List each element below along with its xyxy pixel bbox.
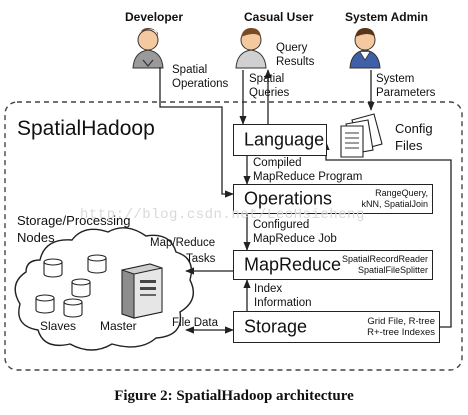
- watermark-text: http://blog.csdn.net/LeoHsieheng: [80, 207, 365, 223]
- operations-layer: Operations RangeQuery, kNN, SpatialJoin: [233, 184, 433, 214]
- developer-icon: [132, 28, 164, 69]
- cluster-cloud: [14, 227, 194, 351]
- language-layer: Language: [233, 124, 327, 156]
- slaves-label: Slaves: [40, 319, 77, 333]
- operations-note-1: RangeQuery,: [375, 188, 428, 198]
- spatial-queries-label-1: Spatial: [249, 73, 285, 85]
- compiled-label-1: Compiled: [253, 157, 302, 169]
- arrow-developer-to-operations: [159, 67, 234, 198]
- developer-label: Developer: [125, 10, 184, 24]
- map-reduce-tasks-label-1: Map/Reduce: [150, 237, 216, 249]
- index-information-label-1: Index: [254, 283, 283, 295]
- master-server-icon: [121, 263, 163, 319]
- operations-label: Operations: [244, 188, 333, 209]
- spatial-queries-label-2: Queries: [249, 87, 290, 99]
- master-label: Master: [100, 319, 137, 333]
- mapreduce-label: MapReduce: [244, 254, 342, 275]
- spatial-operations-label-1: Spatial: [172, 64, 208, 76]
- casual-user-icon: [235, 28, 267, 69]
- system-admin-label: System Admin: [345, 10, 428, 24]
- query-results-label-2: Results: [276, 56, 315, 68]
- spatial-operations-label-2: Operations: [172, 78, 229, 90]
- spatialhadoop-boundary: [4, 101, 463, 371]
- index-information-label-2: Information: [254, 297, 312, 309]
- figure-caption: Figure 2: SpatialHadoop architecture: [114, 388, 354, 404]
- spatialhadoop-title: SpatialHadoop: [17, 117, 155, 140]
- storage-label: Storage: [244, 316, 308, 337]
- config-files-label-2: Files: [395, 138, 423, 153]
- storage-processing-nodes-2: Nodes: [17, 230, 55, 245]
- config-files-icon: [340, 113, 383, 158]
- operations-note-2: kNN, SpatialJoin: [361, 199, 428, 209]
- config-files-label: Config Files: [395, 120, 433, 154]
- file-data-label: File Data: [172, 317, 219, 329]
- storage-note-1: Grid File, R-tree: [367, 316, 435, 327]
- config-files-label-1: Config: [395, 121, 433, 136]
- configured-label-1: Configured: [253, 219, 310, 231]
- map-reduce-tasks-label-2: Tasks: [186, 253, 216, 265]
- query-results-label-1: Query: [276, 42, 308, 54]
- configured-label-2: MapReduce Job: [253, 233, 337, 245]
- casual-user-label: Casual User: [244, 10, 314, 24]
- slave-disks: [35, 254, 107, 318]
- system-parameters-label-2: Parameters: [376, 87, 436, 99]
- mapreduce-note-1: SpatialRecordReader: [341, 254, 428, 264]
- mapreduce-note: SpatialRecordReader SpatialFileSplitter: [342, 254, 428, 276]
- storage-note: Grid File, R-tree R+-tree Indexes: [367, 316, 435, 338]
- system-admin-icon: [349, 28, 381, 69]
- storage-processing-nodes-title: Storage/Processing Nodes: [17, 212, 130, 246]
- language-label: Language: [244, 129, 325, 150]
- storage-processing-nodes-1: Storage/Processing: [17, 213, 131, 228]
- system-parameters-label-1: System: [376, 73, 415, 85]
- operations-note: RangeQuery, kNN, SpatialJoin: [361, 188, 428, 210]
- mapreduce-layer: MapReduce SpatialRecordReader SpatialFil…: [233, 250, 433, 280]
- storage-note-2: R+-tree Indexes: [367, 327, 435, 338]
- compiled-label-2: MapReduce Program: [253, 171, 363, 183]
- storage-layer: Storage Grid File, R-tree R+-tree Indexe…: [233, 311, 440, 343]
- mapreduce-note-2: SpatialFileSplitter: [357, 265, 428, 275]
